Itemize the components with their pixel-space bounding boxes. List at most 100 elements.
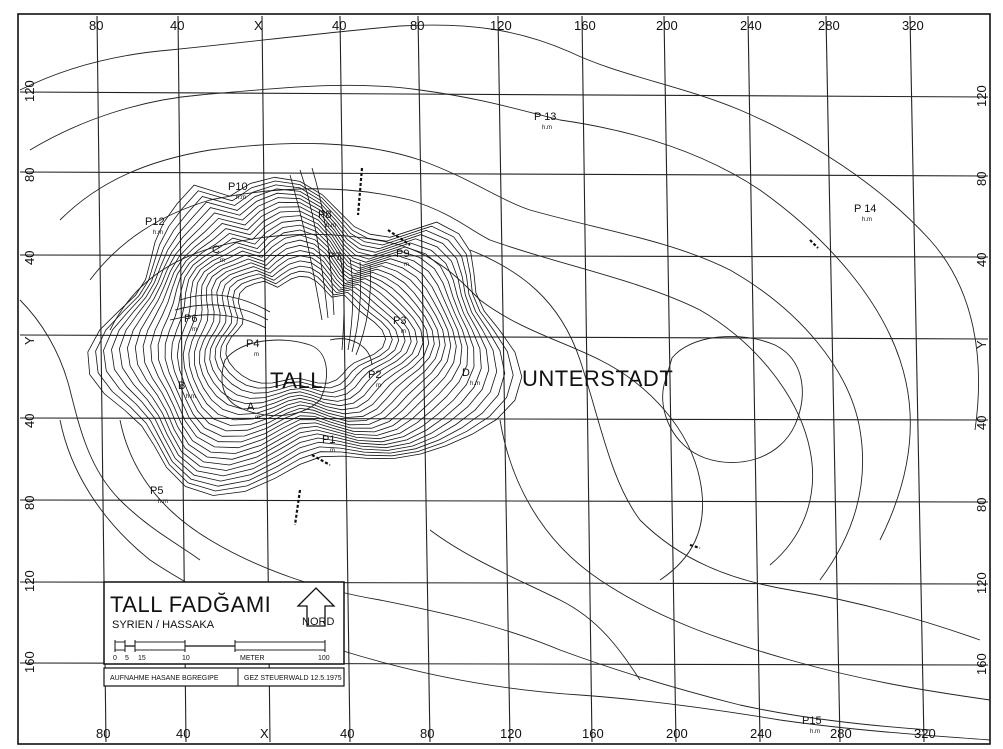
survey-point-p2: P2 m [368, 369, 381, 389]
x-tick-label-bottom: 280 [830, 726, 852, 741]
x-tick-label-bottom: 80 [96, 726, 110, 741]
y-tick-label-right: Y [974, 340, 989, 349]
survey-point-p14: P 14h.m [854, 203, 876, 223]
x-tick-label-bottom: 240 [750, 726, 772, 741]
survey-point-sublabel: m [404, 262, 409, 268]
tell-contour-ring [134, 201, 475, 466]
survey-point-label: A [247, 401, 255, 413]
north-label: NORD [302, 616, 334, 628]
survey-point-p3: P3m [393, 315, 406, 335]
y-tick-label-right: 80 [974, 172, 989, 186]
legend-footer-left: AUFNAHME HASANE BGREGIPE [110, 675, 219, 682]
unterstadt-contour [662, 336, 803, 463]
survey-point-d: Dh.m [462, 367, 480, 387]
scale-tick-label: METER [240, 655, 265, 662]
y-tick-label-left: 80 [22, 168, 37, 182]
survey-point-sublabel: m [330, 448, 335, 454]
survey-point-c: Cm [212, 244, 225, 264]
tall-label: TALL [270, 368, 323, 393]
tell-contour-ring [188, 239, 430, 421]
grid-line-horizontal [19, 254, 989, 258]
grid-line-vertical [339, 15, 351, 743]
y-tick-label-left: 160 [22, 651, 37, 673]
x-tick-label-top: 320 [902, 18, 924, 33]
legend-title: TALL FADĞAMI [110, 592, 271, 617]
x-tick-label-top: 80 [89, 18, 103, 33]
survey-point-label: P9 [396, 248, 409, 260]
north-arrow-icon [296, 587, 336, 627]
survey-point-sublabel: h.m [153, 230, 163, 236]
grid-line-horizontal [19, 417, 989, 421]
tell-contour-ring [214, 265, 400, 394]
grid-line-vertical [497, 15, 511, 743]
grid-line-horizontal [19, 171, 989, 177]
x-tick-label-bottom: 40 [176, 726, 190, 741]
x-tick-label-bottom: 200 [666, 726, 688, 741]
tell-contour-ring [182, 234, 435, 426]
y-tick-label-left: Y [22, 336, 37, 345]
y-tick-label-right: 160 [974, 653, 989, 675]
y-tick-label-left: 80 [22, 496, 37, 510]
survey-point-sublabel: h.m [186, 394, 196, 400]
survey-point-sublabel: h.m [326, 223, 336, 229]
scale-tick-label: 100 [318, 655, 330, 662]
survey-point-sublabel: h.m [470, 381, 480, 387]
survey-point-label: P 13 [534, 111, 556, 123]
y-tick-label-right: 40 [974, 416, 989, 430]
scale-tick-label: 0 [113, 655, 117, 662]
x-tick-label-top: 120 [490, 18, 512, 33]
survey-point-label: P5 [150, 485, 163, 497]
survey-point-p8: P8h.m [318, 209, 336, 229]
tell-contour-ring [193, 244, 424, 415]
grid-line-vertical [747, 15, 761, 743]
scarp-markings [293, 167, 819, 550]
survey-point-label: P7 [328, 251, 341, 263]
x-tick-label-bottom: 320 [914, 726, 936, 741]
survey-point-p6: P6m [184, 313, 197, 333]
survey-point-p7: P7 [328, 251, 341, 263]
tell-contour-ring [111, 188, 498, 482]
grid-line-vertical [417, 15, 431, 743]
x-tick-label-top: X [254, 18, 263, 33]
x-tick-label-top: 80 [410, 18, 424, 33]
survey-point-sublabel: m [376, 383, 381, 389]
y-tick-label-left: 40 [22, 414, 37, 428]
survey-point-sublabel: h.m [158, 499, 168, 505]
grid-line-horizontal [19, 91, 989, 98]
survey-point-p4: P4m [246, 338, 259, 358]
y-tick-label-right: 40 [974, 253, 989, 267]
tell-contour-ring [118, 192, 490, 477]
y-tick-label-left: 120 [22, 80, 37, 102]
survey-point-label: P12 [145, 216, 165, 228]
survey-point-label: D [462, 367, 470, 379]
tell-contour-ring [150, 210, 463, 454]
tell-contour-ring [225, 275, 387, 384]
y-tick-label-right: 80 [974, 498, 989, 512]
map-frame [17, 13, 991, 745]
survey-point-sublabel: m [254, 352, 259, 358]
survey-point-label: P15 [802, 715, 822, 727]
survey-point-label: B [178, 380, 185, 392]
survey-point-label: P2 [368, 369, 381, 381]
y-tick-label-left: 40 [22, 251, 37, 265]
grid-line-vertical [909, 15, 925, 743]
tell-contour-ring [209, 260, 406, 399]
survey-point-label: C [212, 244, 220, 256]
x-tick-label-top: 240 [740, 18, 762, 33]
survey-point-p5: P5 h.m [150, 485, 168, 505]
scale-bar [114, 640, 326, 652]
grid-line-vertical [825, 15, 841, 743]
survey-point-b: Bh.m [178, 380, 196, 400]
survey-point-sublabel: m [220, 258, 225, 264]
x-tick-label-bottom: 120 [500, 726, 522, 741]
grid-line-horizontal [19, 499, 989, 503]
survey-point-p13: P 13h.m [534, 111, 556, 131]
y-tick-label-right: 120 [974, 85, 989, 107]
tell-contour-ring [95, 180, 514, 492]
